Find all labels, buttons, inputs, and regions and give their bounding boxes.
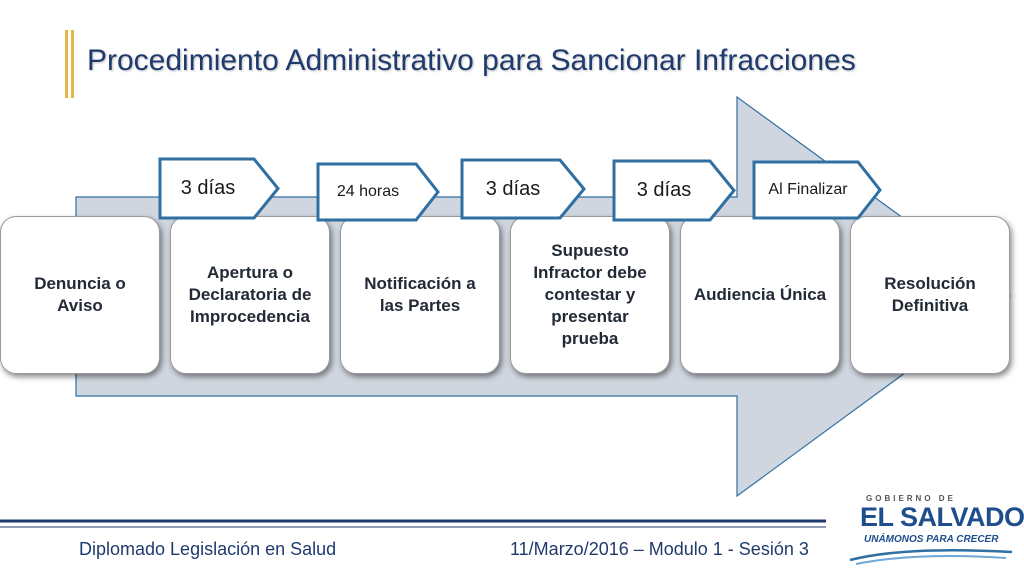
logo-slogan: UNÁMONOS PARA CRECER bbox=[864, 534, 999, 545]
duration-tag-4-label: 3 días bbox=[636, 179, 692, 201]
step-4-label: Supuesto Infractor debe contestar y pres… bbox=[533, 240, 647, 349]
step-1-label: Denuncia o Aviso bbox=[34, 273, 126, 315]
duration-tag-3-label: 3 días bbox=[485, 177, 541, 200]
step-5-label: Audiencia Única bbox=[693, 284, 827, 304]
logo-swoosh-icon bbox=[849, 548, 1013, 565]
duration-tag-2: 24 horas bbox=[316, 162, 440, 222]
duration-tag-5-label: Al Finalizar bbox=[768, 181, 848, 198]
step-1-box: Denuncia o Aviso bbox=[0, 216, 160, 374]
title-accent-bar bbox=[71, 30, 74, 98]
step-2-label: Apertura o Declaratoria de Improcedencia bbox=[188, 262, 312, 327]
footer-course: Diplomado Legislación en Salud bbox=[79, 539, 337, 559]
step-5-box: Audiencia Única bbox=[680, 216, 840, 374]
title-accent-bar bbox=[65, 30, 68, 98]
logo-name: EL SALVADOR bbox=[860, 502, 1024, 532]
duration-tag-1-label: 3 días bbox=[180, 177, 236, 199]
duration-tag-2-label: 24 horas bbox=[336, 183, 400, 200]
step-4-box: Supuesto Infractor debe contestar y pres… bbox=[510, 216, 670, 374]
duration-tag-1: 3 días bbox=[158, 157, 280, 220]
step-6-box: Resolución Definitiva bbox=[850, 216, 1010, 374]
logo-top-text: GOBIERNO DE bbox=[866, 494, 956, 503]
step-3-box: Notificación a las Partes bbox=[340, 216, 500, 374]
step-2-box: Apertura o Declaratoria de Improcedencia bbox=[170, 216, 330, 374]
step-6-label: Resolución Definitiva bbox=[884, 273, 976, 315]
footer-session: 11/Marzo/2016 – Modulo 1 - Sesión 3 bbox=[510, 539, 809, 559]
duration-tag-3: 3 días bbox=[460, 158, 586, 220]
government-logo: GOBIERNO DE EL SALVADOR UNÁMONOS PARA CR… bbox=[846, 494, 1024, 570]
footer-divider bbox=[0, 519, 826, 528]
duration-tag-4: 3 días bbox=[612, 159, 736, 222]
duration-tag-5: Al Finalizar bbox=[752, 160, 882, 220]
page-title: Procedimiento Administrativo para Sancio… bbox=[87, 44, 856, 77]
step-3-label: Notificación a las Partes bbox=[364, 273, 476, 315]
